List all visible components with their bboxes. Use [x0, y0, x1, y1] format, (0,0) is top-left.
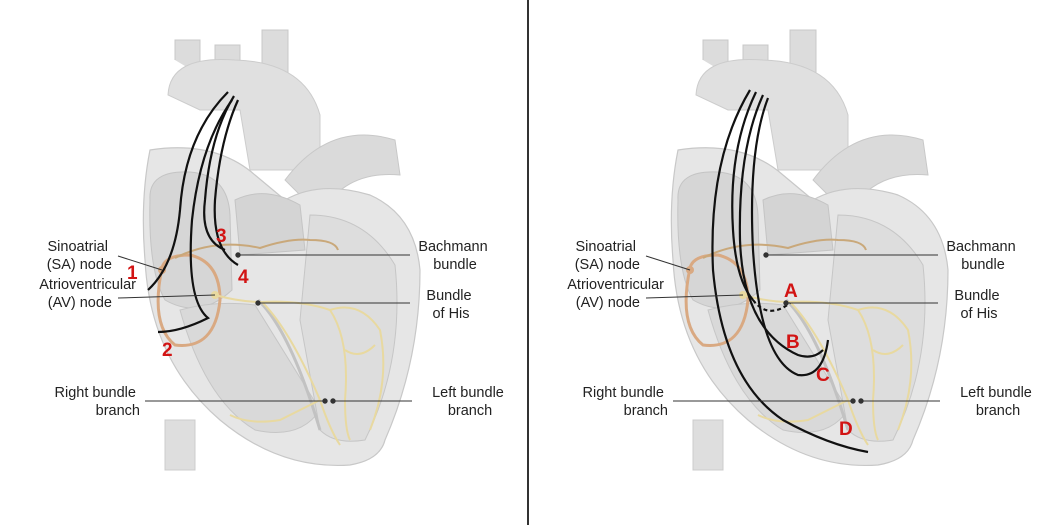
label-av-node-line2: (AV) node	[48, 295, 112, 311]
label-rbb-line2: branch	[624, 403, 668, 419]
label-his-line1: Bundle	[954, 288, 999, 304]
pathway-c	[750, 97, 830, 377]
pathway-a	[731, 91, 757, 301]
pathway-lines	[711, 89, 869, 454]
dot-lbb	[330, 398, 336, 404]
label-av-node: Atrioventricular (AV) node	[567, 277, 668, 311]
pathway-2	[157, 99, 233, 334]
pathway-b	[738, 94, 824, 358]
label-av-node-line1: Atrioventricular	[39, 277, 136, 293]
left-atrium	[234, 193, 306, 256]
leader-sa-node	[645, 255, 691, 271]
leader-sa-node	[117, 255, 163, 271]
label-rbb: Right bundle branch	[55, 385, 140, 419]
aortic-arch	[695, 58, 849, 171]
marker-c: C	[816, 365, 830, 386]
label-his-line1: Bundle	[426, 288, 471, 304]
label-av-node-line2: (AV) node	[576, 295, 640, 311]
marker-d: D	[839, 419, 853, 440]
vena-cava	[692, 419, 724, 471]
right-heart-diagram: Sinoatrial (SA) node Atrioventricular (A…	[567, 29, 1036, 471]
label-sa-node: Sinoatrial (SA) node	[47, 239, 112, 273]
bachmann-bundle-path	[174, 238, 339, 259]
pathway-lines	[147, 91, 240, 334]
label-his-line2: of His	[432, 306, 469, 322]
label-sa-node-line2: (SA) node	[575, 257, 640, 273]
label-rbb: Right bundle branch	[583, 385, 668, 419]
dot-his	[255, 300, 261, 306]
right-panel: Sinoatrial (SA) node Atrioventricular (A…	[528, 0, 1056, 525]
leader-lines	[117, 252, 412, 404]
label-av-node: Atrioventricular (AV) node	[39, 277, 140, 311]
label-lbb-line1: Left bundle	[960, 385, 1032, 401]
left-panel: Sinoatrial (SA) node Atrioventricular (A…	[39, 29, 508, 471]
label-bachmann-line1: Bachmann	[946, 239, 1015, 255]
right-ventricle	[179, 302, 321, 433]
label-bachmann-line2: bundle	[961, 257, 1005, 273]
left-atrium	[762, 193, 834, 256]
pathway-1	[147, 91, 229, 291]
dot-lbb	[858, 398, 864, 404]
pathway-4	[213, 99, 240, 266]
label-av-node-line1: Atrioventricular	[567, 277, 664, 293]
label-his-line2: of His	[960, 306, 997, 322]
label-lbb-line2: branch	[448, 403, 492, 419]
leader-lines	[645, 252, 940, 404]
label-sa-node: Sinoatrial (SA) node	[575, 239, 640, 273]
label-his: Bundle of His	[954, 288, 1003, 322]
label-lbb-line1: Left bundle	[432, 385, 504, 401]
septum	[256, 298, 322, 431]
marker-a: A	[784, 281, 798, 302]
marker-2: 2	[162, 340, 173, 361]
label-bachmann-line2: bundle	[433, 257, 477, 273]
label-bachmann: Bachmann bundle	[418, 239, 491, 273]
label-rbb-line2: branch	[96, 403, 140, 419]
marker-1: 1	[127, 263, 138, 284]
marker-3: 3	[216, 226, 227, 247]
label-lbb: Left bundle branch	[432, 385, 508, 419]
label-rbb-line1: Right bundle	[583, 385, 664, 401]
marker-b: B	[786, 332, 800, 353]
panel-divider	[527, 0, 529, 525]
label-sa-node-line1: Sinoatrial	[48, 239, 108, 255]
vena-cava	[164, 419, 196, 471]
septum	[784, 298, 850, 431]
label-rbb-line1: Right bundle	[55, 385, 136, 401]
pathway-d	[711, 89, 869, 454]
dot-bachmann	[235, 252, 241, 258]
aortic-arch	[167, 58, 321, 171]
dot-rbb	[850, 398, 856, 404]
leader-av-node	[117, 294, 216, 299]
label-lbb: Left bundle branch	[960, 385, 1036, 419]
pathway-3	[203, 95, 235, 252]
label-bachmann: Bachmann bundle	[946, 239, 1019, 273]
leader-av-node	[645, 294, 744, 299]
dot-bachmann	[763, 252, 769, 258]
right-bundle-branch-path	[757, 301, 869, 446]
label-sa-node-line2: (SA) node	[47, 257, 112, 273]
dot-his	[783, 300, 789, 306]
label-sa-node-line1: Sinoatrial	[576, 239, 636, 255]
label-his: Bundle of His	[426, 288, 475, 322]
left-heart-diagram: Sinoatrial (SA) node Atrioventricular (A…	[39, 29, 508, 471]
label-lbb-line2: branch	[976, 403, 1020, 419]
right-bundle-branch-path	[229, 301, 341, 446]
dot-rbb	[322, 398, 328, 404]
marker-4: 4	[238, 267, 249, 288]
label-bachmann-line1: Bachmann	[418, 239, 487, 255]
bachmann-bundle-path	[702, 238, 867, 259]
